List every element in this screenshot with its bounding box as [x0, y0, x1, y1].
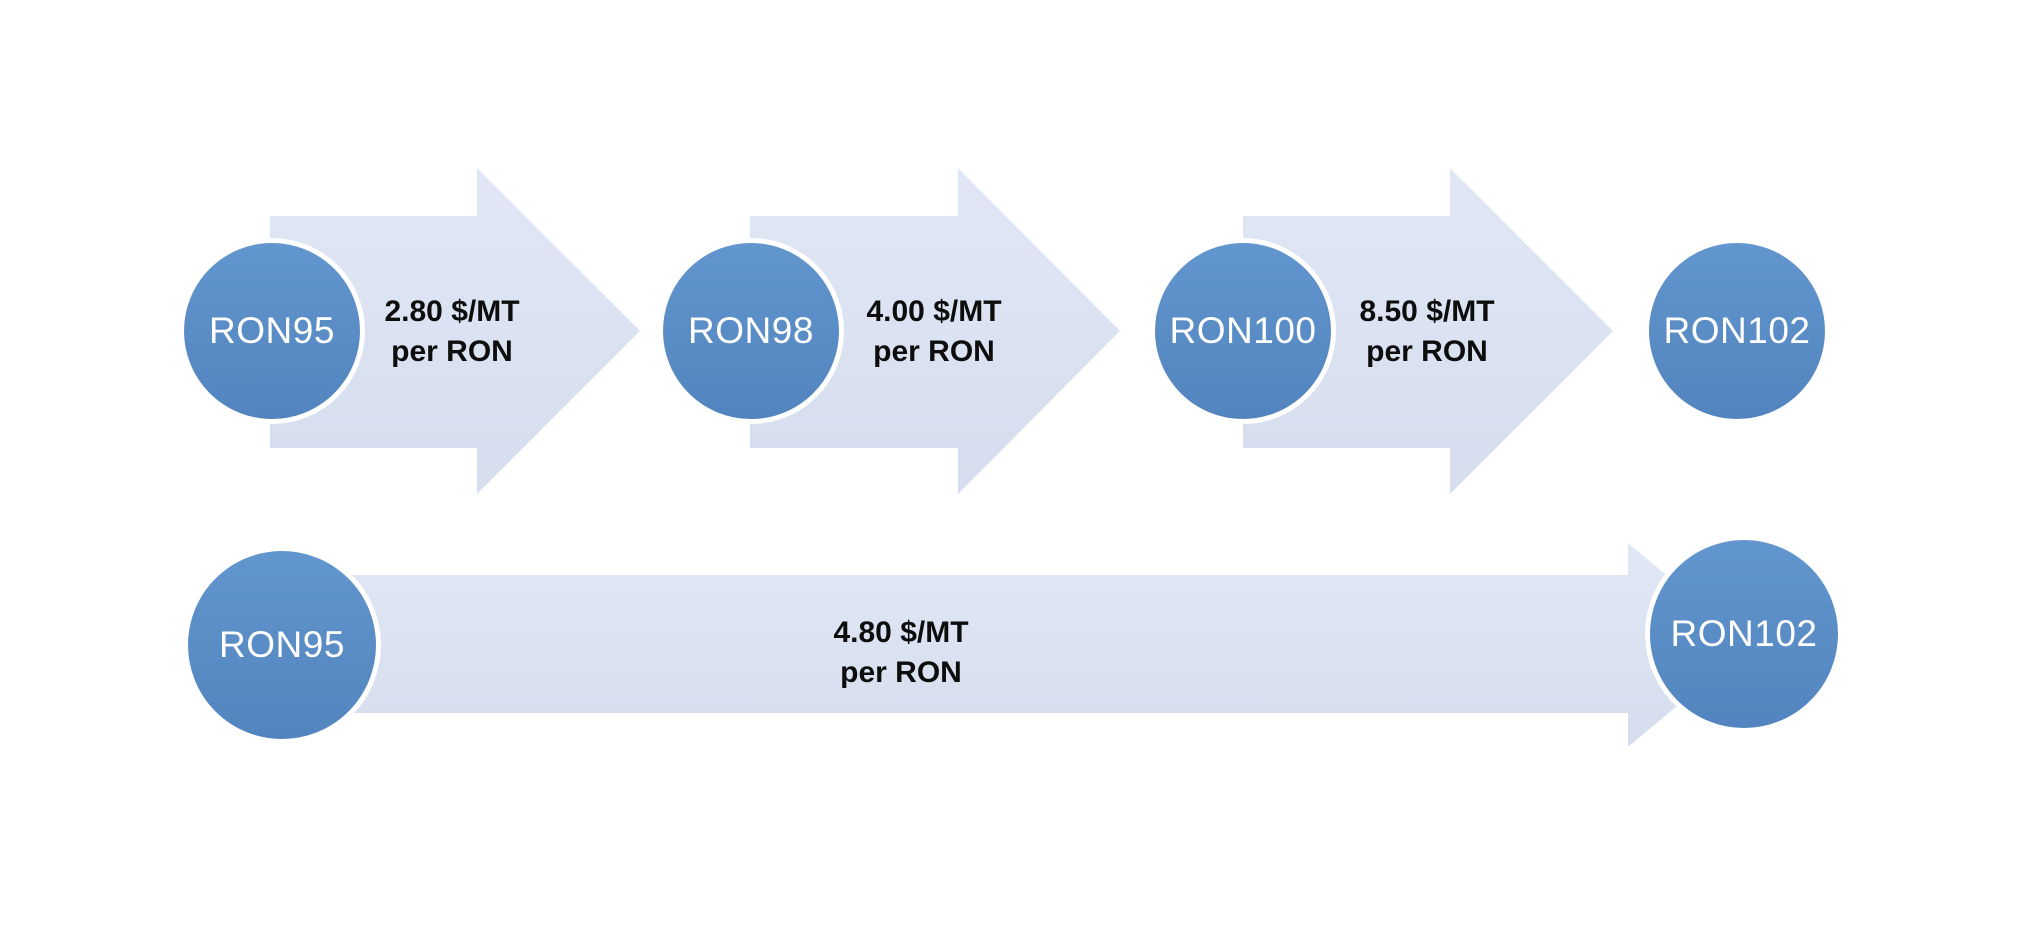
- premium-value: 4.80 $/MT: [833, 616, 969, 649]
- node-label: RON98: [688, 310, 814, 351]
- premium-unit: per RON: [391, 335, 513, 368]
- node-ron95-top: RON95: [179, 238, 365, 424]
- premium-value: 2.80 $/MT: [384, 295, 520, 328]
- node-ron102-bottom: RON102: [1645, 535, 1843, 733]
- step-premium-ron95-ron98: 2.80 $/MT per RON: [282, 292, 622, 372]
- step-arrow-ron98-ron100: [750, 168, 1120, 494]
- premium-value: 8.50 $/MT: [1359, 295, 1495, 328]
- node-label: RON95: [219, 624, 345, 665]
- premium-value: 4.00 $/MT: [866, 295, 1002, 328]
- node-ron95-bottom: RON95: [183, 546, 381, 744]
- step-arrow-ron100-ron102: [1243, 168, 1613, 494]
- step-premium-ron100-ron102: 8.50 $/MT per RON: [1257, 292, 1597, 372]
- step-arrow-ron95-ron98: [270, 168, 640, 494]
- node-label: RON102: [1663, 310, 1811, 351]
- direct-premium-ron95-ron102: 4.80 $/MT per RON: [731, 613, 1071, 693]
- node-ron102-top: RON102: [1644, 238, 1830, 424]
- node-label: RON95: [209, 310, 335, 351]
- step-premium-ron98-ron100: 4.00 $/MT per RON: [764, 292, 1104, 372]
- direct-arrow-ron95-ron102: [305, 543, 1750, 747]
- node-label: RON100: [1169, 310, 1317, 351]
- node-ron98: RON98: [658, 238, 844, 424]
- premium-unit: per RON: [873, 335, 995, 368]
- premium-unit: per RON: [840, 656, 962, 689]
- node-label: RON102: [1670, 613, 1818, 654]
- premium-unit: per RON: [1366, 335, 1488, 368]
- node-ron100: RON100: [1150, 238, 1336, 424]
